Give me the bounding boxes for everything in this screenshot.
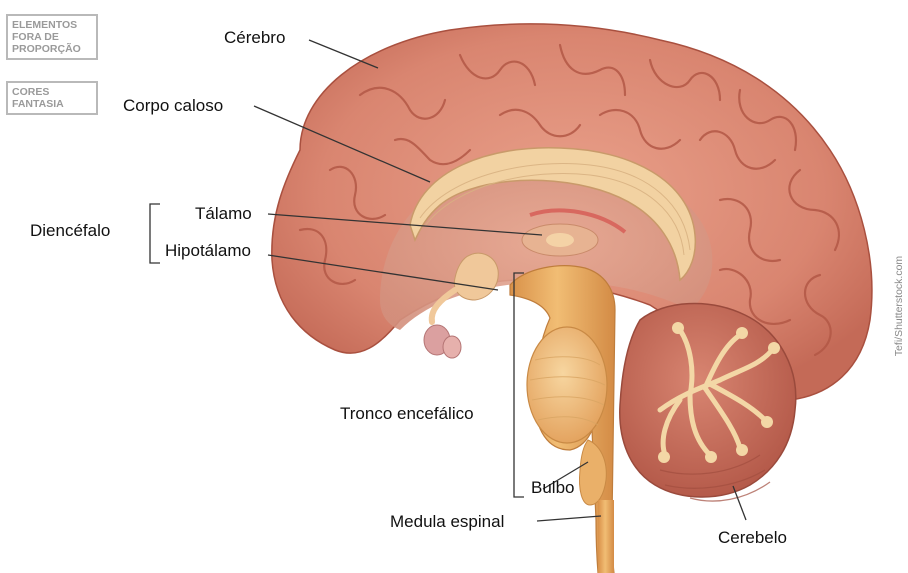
image-credit: Tefi/Shutterstock.com <box>893 256 905 356</box>
label-tronco-encefalico: Tronco encefálico <box>340 404 474 424</box>
label-talamo: Tálamo <box>195 204 252 224</box>
diencefalo-bracket <box>150 204 160 263</box>
label-corpo-caloso: Corpo caloso <box>123 96 223 116</box>
cerebellum-shape <box>620 304 796 498</box>
label-cerebelo: Cerebelo <box>718 528 787 548</box>
badge-line: ELEMENTOS <box>12 19 92 31</box>
label-bulbo: Bulbo <box>531 478 574 498</box>
fantasy-colors-badge: CORES FANTASIA <box>6 81 98 115</box>
label-hipotalamo: Hipotálamo <box>165 241 251 261</box>
label-medula-espinal: Medula espinal <box>390 512 504 532</box>
pons-shape <box>527 327 607 443</box>
label-diencefalo: Diencéfalo <box>30 221 110 241</box>
badge-line: PROPORÇÃO <box>12 43 92 55</box>
label-cerebro: Cérebro <box>224 28 285 48</box>
badge-line: CORES <box>12 86 92 98</box>
tronco-bracket <box>514 273 524 497</box>
badge-line: FORA DE <box>12 31 92 43</box>
spinal-cord-shape <box>598 500 614 573</box>
badge-line: FANTASIA <box>12 98 92 110</box>
disproportion-badge: ELEMENTOS FORA DE PROPORÇÃO <box>6 14 98 60</box>
